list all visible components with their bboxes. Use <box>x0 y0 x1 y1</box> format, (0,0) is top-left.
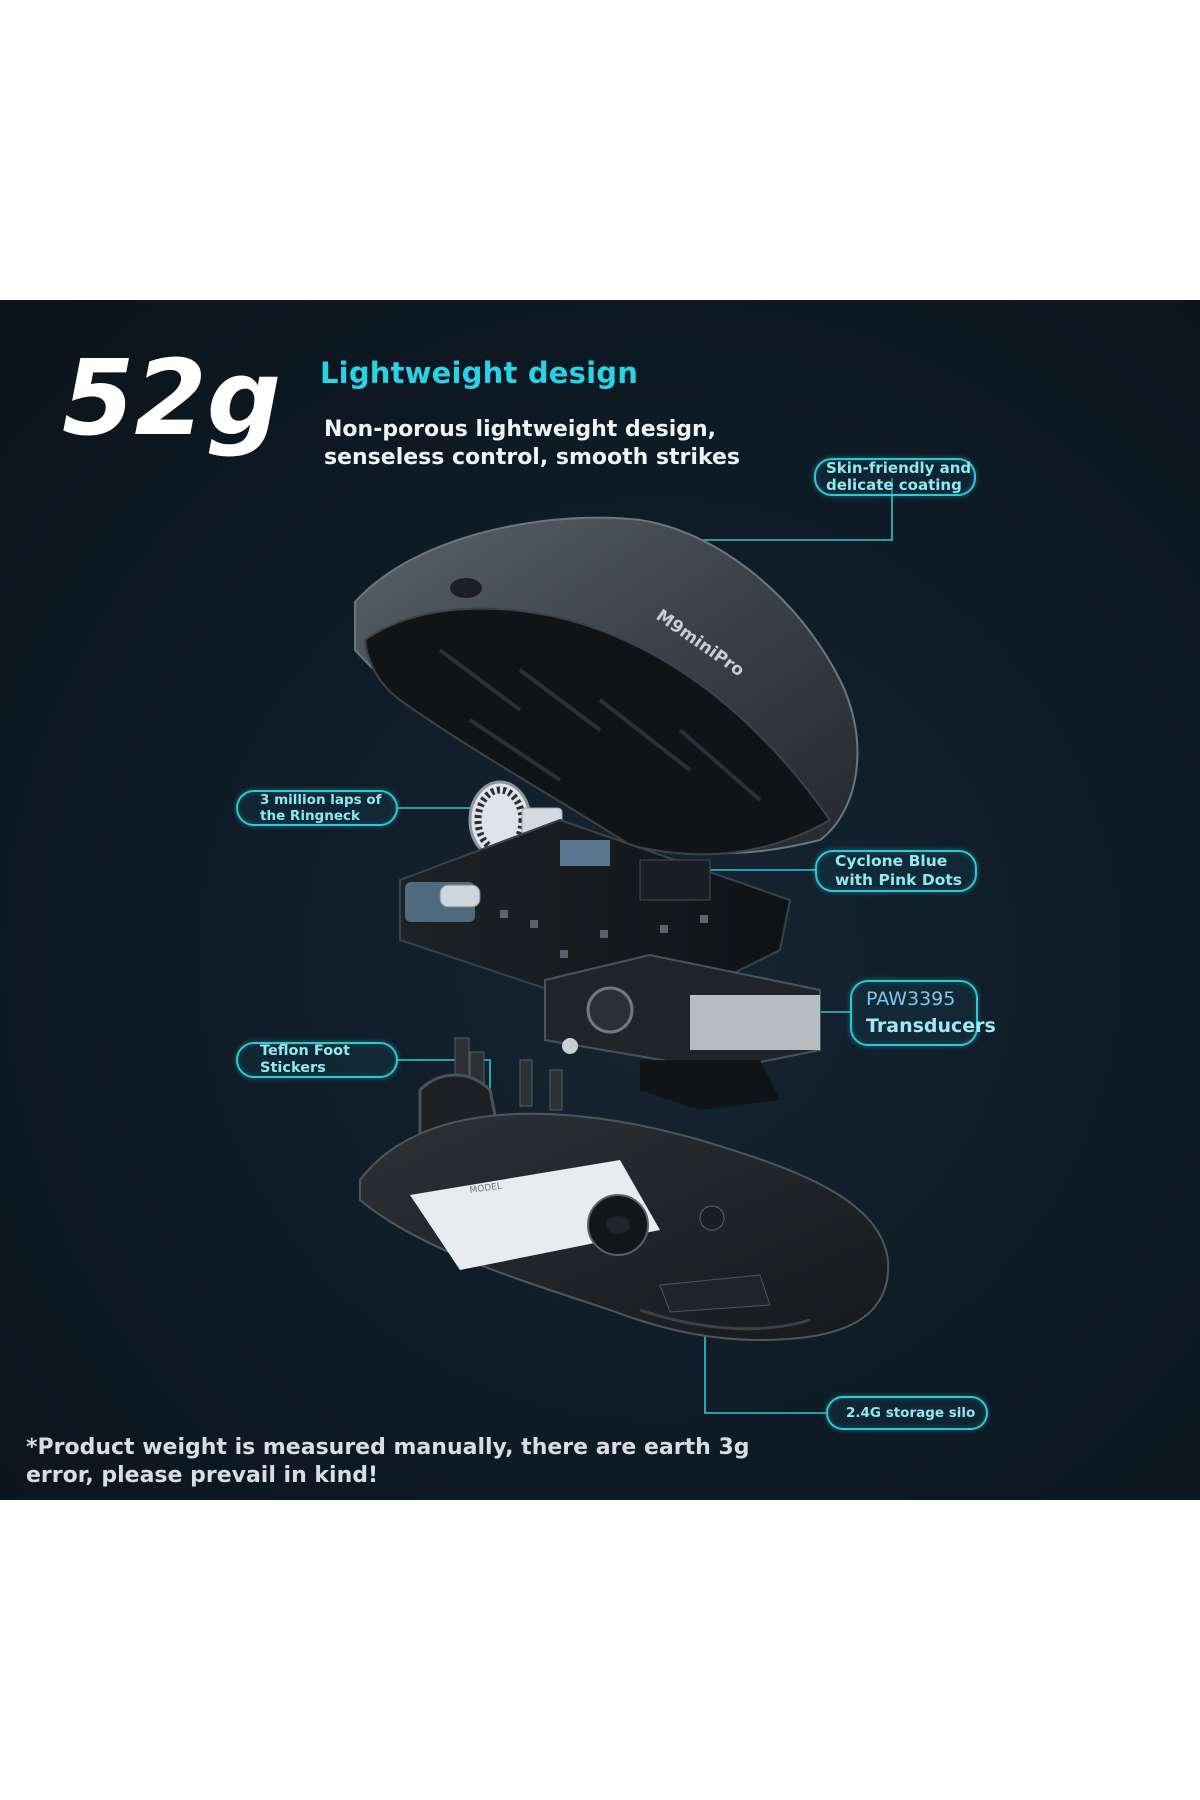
callout-text: delicate coating <box>826 476 962 494</box>
callout-text: Skin-friendly and <box>826 459 972 477</box>
footnote: *Product weight is measured manually, th… <box>26 1434 786 1490</box>
callout-teflon-feet: Teflon Foot Stickers <box>236 1042 398 1078</box>
footnote-line: error, please prevail in kind! <box>26 1463 379 1488</box>
callout-text: with Pink Dots <box>835 871 963 889</box>
callout-cyclone-switch: Cyclone Blue with Pink Dots <box>815 850 977 892</box>
callout-text: Teflon Foot <box>260 1043 351 1059</box>
product-banner: 52g Lightweight design Non-porous lightw… <box>0 300 1200 1500</box>
callout-text: Transducers <box>866 1015 996 1037</box>
callout-text: Stickers <box>260 1060 326 1076</box>
sensor-module <box>544 953 821 1110</box>
top-shell: M9miniPro <box>354 516 859 856</box>
headline: Lightweight design <box>320 356 639 390</box>
callout-paw-sensor: PAW3395 Transducers <box>850 980 996 1046</box>
line-silo <box>704 1300 826 1414</box>
callout-text: PAW3395 <box>866 988 956 1010</box>
bottom-base: MODEL <box>359 1037 890 1342</box>
callout-text: 3 million laps of <box>260 792 382 808</box>
callout-text: Cyclone Blue <box>835 852 948 870</box>
footnote-line: *Product weight is measured manually, th… <box>26 1435 750 1460</box>
svg-text:MODEL: MODEL <box>469 1182 503 1196</box>
callout-text: 2.4G storage silo <box>846 1405 976 1421</box>
callout-ringneck: 3 million laps of the Ringneck <box>236 790 398 826</box>
subline: Non-porous lightweight design, senseless… <box>324 417 741 470</box>
callout-text: the Ringneck <box>260 808 360 824</box>
callout-skin-coating: Skin-friendly and delicate coating <box>814 458 976 496</box>
exploded-mouse-illustration: M9miniPro <box>354 478 893 1414</box>
weight-label: 52g <box>62 338 281 459</box>
line-skin <box>675 478 893 541</box>
callout-storage-silo: 2.4G storage silo <box>826 1396 988 1430</box>
weight-mark: 52g <box>62 338 281 459</box>
